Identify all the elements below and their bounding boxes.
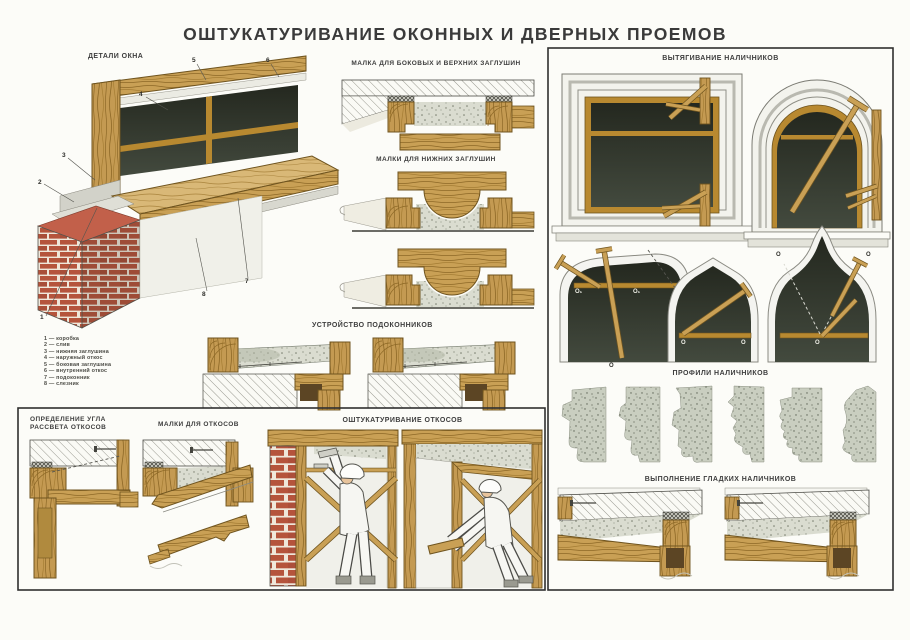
heading-window-details: ДЕТАЛИ ОКНА [88, 53, 144, 60]
heading-reveal-plastering: ОШТУКАТУРИВАНИЕ ОТКОСОВ [342, 417, 463, 424]
legend-item: 1 — коробка [44, 336, 80, 342]
heading-rule-side-top: МАЛКА ДЛЯ БОКОВЫХ И ВЕРХНИХ ЗАГЛУШИН [351, 60, 521, 67]
legend-item: 4 — наружный откос [44, 355, 103, 362]
diagram-reveal-rules [142, 439, 254, 569]
running-bracket-top [665, 77, 711, 125]
mark-o-ogee-topright: O [866, 252, 871, 258]
heading-rules-bottom: МАЛКИ ДЛЯ НИЖНИХ ЗАГЛУШИН [376, 156, 496, 163]
diagram-smooth-casing [557, 487, 703, 580]
mark-o-segmental-bottom: O [609, 363, 614, 369]
legend-item: 6 — внутренний откос [44, 368, 108, 375]
diagram-window-details [37, 55, 340, 329]
poster-title: ОШТУКАТУРИВАНИЕ ОКОННЫХ И ДВЕРНЫХ ПРОЕМО… [183, 24, 727, 44]
callout-3: 3 [62, 152, 66, 159]
running-bracket-bottom [661, 183, 711, 227]
casing-window-rect [551, 73, 753, 242]
arch-lancet [667, 257, 759, 363]
heading-sills: УСТРОЙСТВО ПОДОКОННИКОВ [312, 322, 433, 329]
casing-profiles-row [561, 385, 877, 463]
casing-window-arched [743, 79, 891, 248]
diagram-sill [202, 337, 351, 411]
mark-o-lancet-right: O [741, 340, 746, 346]
scene-plastering-head [267, 429, 399, 589]
callout-7: 7 [245, 278, 249, 285]
callout-4: 4 [139, 91, 143, 98]
diagram-reveal-angle [29, 439, 139, 579]
legend-item: 7 — подоконник [44, 374, 90, 381]
heading-reveal-angle-line1: ОПРЕДЕЛЕНИЕ УГЛА [30, 416, 106, 423]
diagram-rules-bottom [339, 160, 535, 232]
legend-item: 8 — слезник [44, 381, 79, 388]
legend-item: 5 — боковая заглушина [44, 361, 112, 368]
heading-casing-profiles: ПРОФИЛИ НАЛИЧНИКОВ [672, 370, 769, 377]
heading-reveal-angle-line2: РАССВЕТА ОТКОСОВ [30, 424, 107, 431]
heading-reveal-rules: МАЛКИ ДЛЯ ОТКОСОВ [158, 421, 239, 428]
heading-smooth-casings: ВЫПОЛНЕНИЕ ГЛАДКИХ НАЛИЧНИКОВ [644, 476, 797, 483]
callout-1: 1 [40, 314, 44, 321]
callout-6: 6 [266, 57, 270, 64]
callout-leader-lines [43, 63, 280, 317]
callout-2: 2 [38, 179, 42, 186]
worker-plastering-head [313, 447, 376, 585]
right-panel-border [547, 47, 894, 591]
scene-plastering-jamb [401, 429, 543, 589]
heading-casing-running: ВЫТЯГИВАНИЕ НАЛИЧНИКОВ [662, 55, 779, 62]
mark-o1-left: O₁ [575, 289, 583, 295]
bottom-left-panel-border [17, 407, 546, 591]
legend-item: 2 — слив [44, 342, 71, 349]
arch-segmental [553, 246, 691, 363]
mark-o-ogee-center: O [815, 340, 820, 346]
mark-o-ogee-topleft: O [776, 252, 781, 258]
mark-o1-right: O₁ [633, 289, 641, 295]
mark-o-lancet-left: O [681, 340, 686, 346]
callout-5: 5 [192, 57, 196, 64]
worker-plastering-jamb [427, 479, 534, 588]
legend-item: 3 — нижняя заглушина [44, 348, 109, 355]
arch-ogee [767, 225, 877, 363]
callout-8: 8 [202, 291, 206, 298]
window-details-legend: 1 — коробка 2 — слив 3 — нижняя заглушин… [44, 336, 111, 388]
diagram-rule-side-top [341, 79, 535, 151]
